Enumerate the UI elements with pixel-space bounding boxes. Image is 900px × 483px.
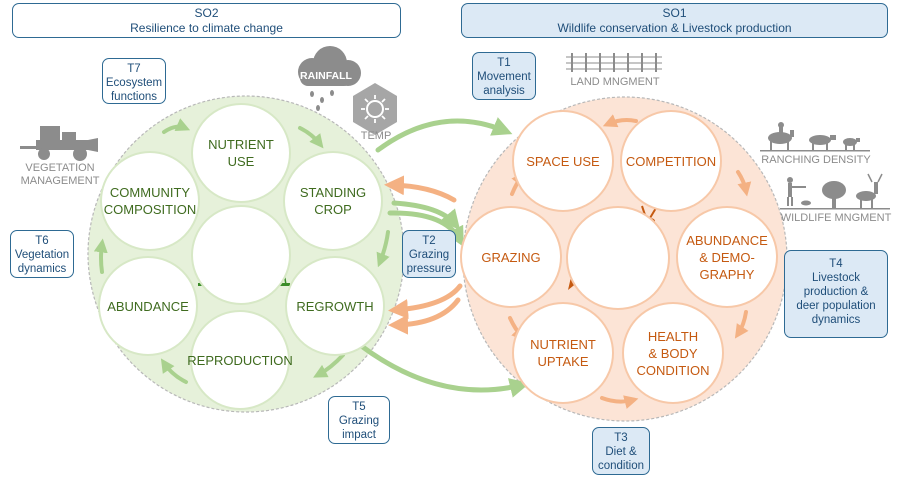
task-t2: T2 Grazing pressure (402, 230, 456, 278)
node-center-animals (566, 206, 670, 310)
node-abundance-label: ABUNDANCE (107, 298, 189, 314)
node-space-use: SPACE USE (512, 110, 614, 212)
task-t1-line1: Movement (477, 71, 531, 83)
node-center-vegetation (191, 205, 291, 305)
task-t3-line1: Diet & (605, 446, 637, 458)
node-space-use-label: SPACE USE (526, 153, 600, 169)
node-abundance: ABUNDANCE (98, 256, 198, 356)
task-t3-line2: condition (597, 460, 645, 472)
task-t5-code: T5 (352, 401, 366, 413)
node-nutrient-uptake: NUTRIENT UPTAKE (512, 302, 614, 404)
node-standing-crop-label: STANDING CROP (299, 185, 367, 217)
vegetation-management-label: VEGETATION MANAGEMENT (20, 162, 100, 187)
node-reproduction: REPRODUCTION (187, 310, 293, 410)
node-health-body-condition-label: HEALTH & BODY CONDITION (636, 328, 710, 378)
node-regrowth: REGROWTH (285, 256, 385, 356)
fence-icon (566, 53, 662, 72)
task-t4: T4 Livestock production & deer populatio… (784, 250, 888, 338)
task-t4-line3: deer population (796, 300, 876, 312)
task-t5: T5 Grazing impact (328, 396, 390, 444)
so2-header: SO2 Resilience to climate change (12, 3, 401, 38)
land-mngment-label: LAND MNGMENT (570, 76, 660, 88)
temp-label: TEMP (360, 130, 392, 142)
temp-icon (353, 83, 397, 135)
node-nutrient-use-label: NUTRIENT USE (208, 137, 274, 169)
node-competition: COMPETITION (620, 110, 722, 212)
node-community-composition: COMMUNITY COMPOSITION (100, 151, 200, 251)
task-t6-line2: dynamics (17, 263, 67, 275)
task-t7-line1: Ecosystem (105, 77, 163, 89)
rainfall-label: RAINFALL (300, 70, 352, 82)
task-t7: T7 Ecosystem functions (102, 58, 166, 104)
left-cycle-arrows (93, 118, 390, 384)
node-abundance-demography-label: ABUNDANCE & DEMO- GRAPHY (686, 232, 768, 282)
node-nutrient-use: NUTRIENT USE (191, 103, 291, 203)
node-grazing-label: GRAZING (481, 249, 541, 265)
so1-title: Wildlife conservation & Livestock produc… (557, 21, 792, 35)
so2-code: SO2 (194, 6, 219, 20)
task-t5-line1: Grazing (338, 415, 380, 427)
task-t1-code: T1 (497, 57, 511, 69)
task-t7-code: T7 (127, 63, 141, 75)
task-t4-code: T4 (829, 258, 843, 270)
task-t1-line2: analysis (483, 85, 525, 97)
so1-header: SO1 Wildlife conservation & Livestock pr… (461, 3, 888, 38)
task-t6: T6 Vegetation dynamics (10, 230, 74, 278)
task-t4-line4: dynamics (811, 314, 861, 326)
task-t3: T3 Diet & condition (592, 427, 650, 475)
node-nutrient-uptake-label: NUTRIENT UPTAKE (530, 337, 596, 369)
node-regrowth-label: REGROWTH (296, 298, 374, 314)
node-standing-crop: STANDING CROP (283, 151, 383, 251)
task-t4-line1: Livestock (812, 272, 860, 284)
so2-title: Resilience to climate change (130, 21, 283, 35)
rainfall-icon (298, 46, 361, 111)
node-community-composition-label: COMMUNITY COMPOSITION (103, 185, 197, 217)
node-grazing: GRAZING (460, 206, 562, 308)
link-arrows (357, 117, 530, 398)
task-t2-line1: Grazing (408, 249, 450, 261)
node-competition-label: COMPETITION (625, 153, 717, 169)
task-t4-line2: production & (803, 286, 869, 298)
task-t5-line2: impact (342, 429, 376, 441)
ranching-density-label: RANCHING DENSITY (761, 154, 871, 166)
task-t1: T1 Movement analysis (472, 52, 536, 100)
wildlife-mngment-label: WILDLIFE MNGMENT (780, 212, 892, 224)
node-abundance-demography: ABUNDANCE & DEMO- GRAPHY (676, 206, 778, 308)
task-t6-code: T6 (35, 235, 49, 247)
so1-code: SO1 (662, 6, 687, 20)
task-t6-line1: Vegetation (14, 249, 70, 261)
task-t7-line2: functions (110, 91, 158, 103)
wildlife-icon (780, 173, 890, 210)
task-t3-code: T3 (614, 432, 628, 444)
task-t2-line2: pressure (406, 263, 452, 275)
task-t2-code: T2 (422, 235, 436, 247)
node-health-body-condition: HEALTH & BODY CONDITION (622, 302, 724, 404)
ranching-icon (760, 122, 870, 152)
node-reproduction-label: REPRODUCTION (187, 352, 293, 368)
tractor-icon (20, 126, 98, 161)
